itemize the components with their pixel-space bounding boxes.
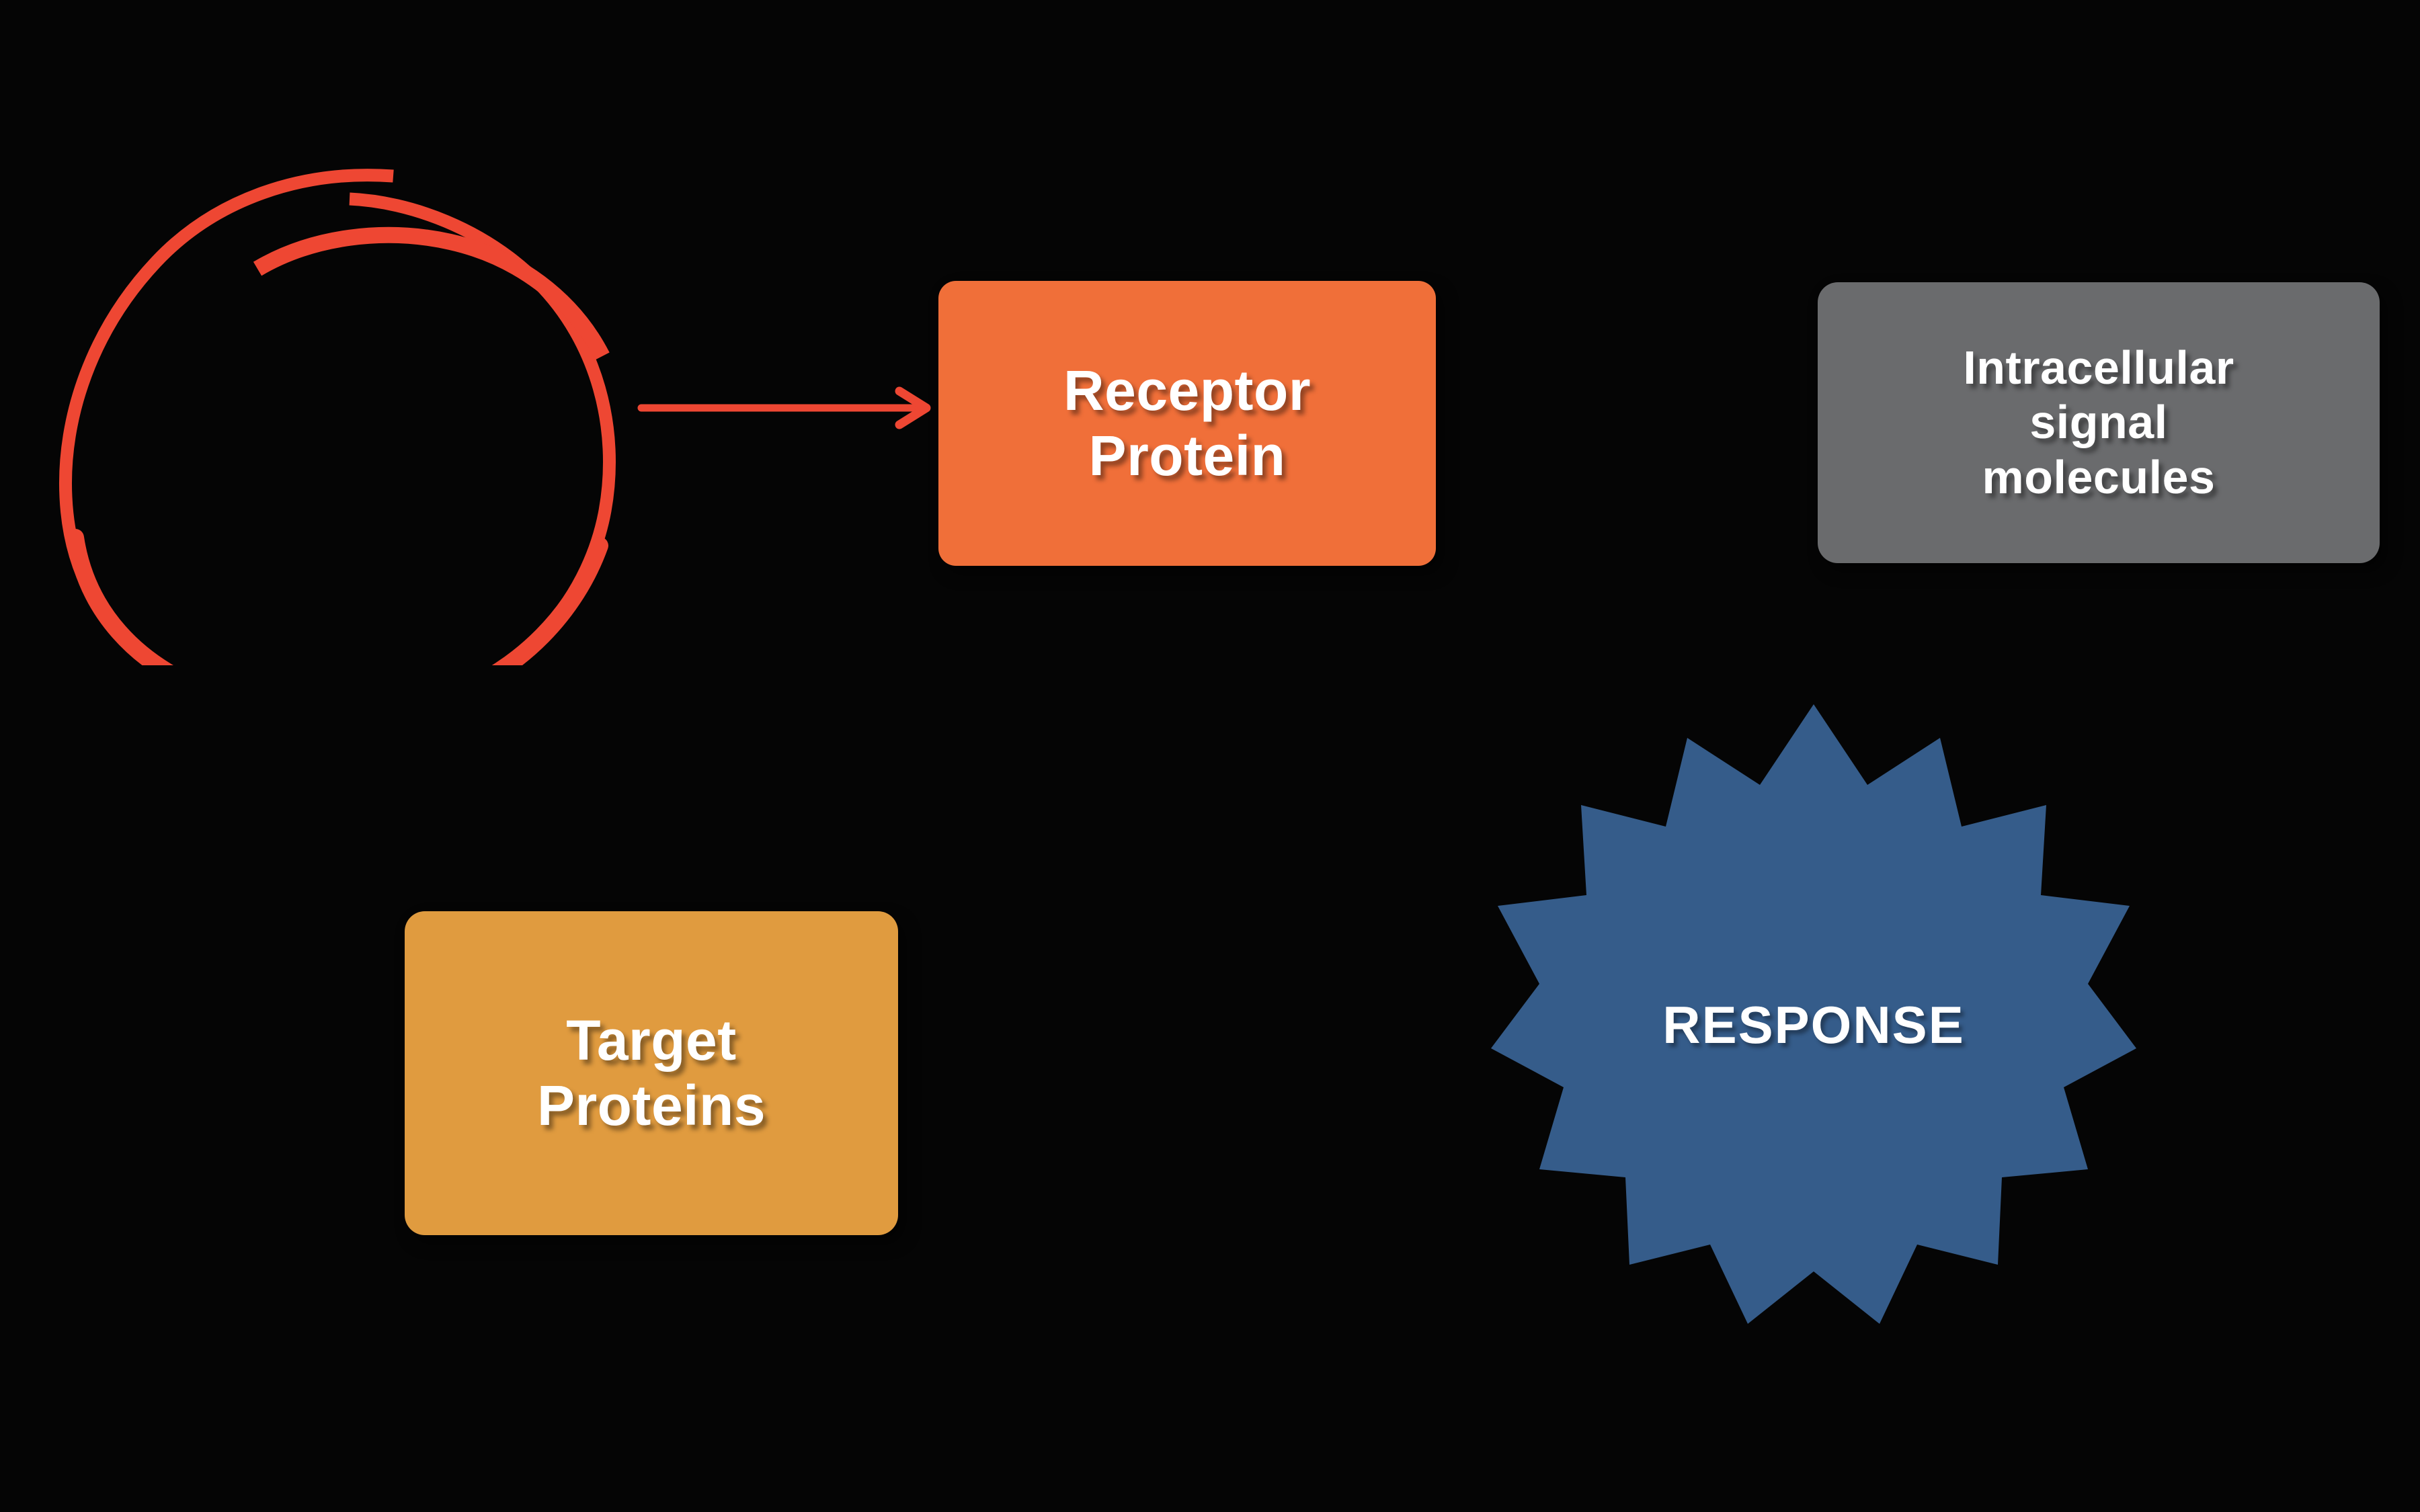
signal-arrow-icon — [637, 386, 931, 429]
target-proteins-node[interactable]: Target Proteins — [405, 911, 898, 1235]
receptor-protein-node[interactable]: Receptor Protein — [938, 281, 1436, 566]
intracellular-signal-molecules-node[interactable]: Intracellular signal molecules — [1818, 282, 2380, 563]
starburst-polygon — [1491, 704, 2136, 1324]
hand-drawn-circle-annotation — [58, 169, 616, 665]
response-starburst-shape[interactable] — [1491, 699, 2136, 1351]
